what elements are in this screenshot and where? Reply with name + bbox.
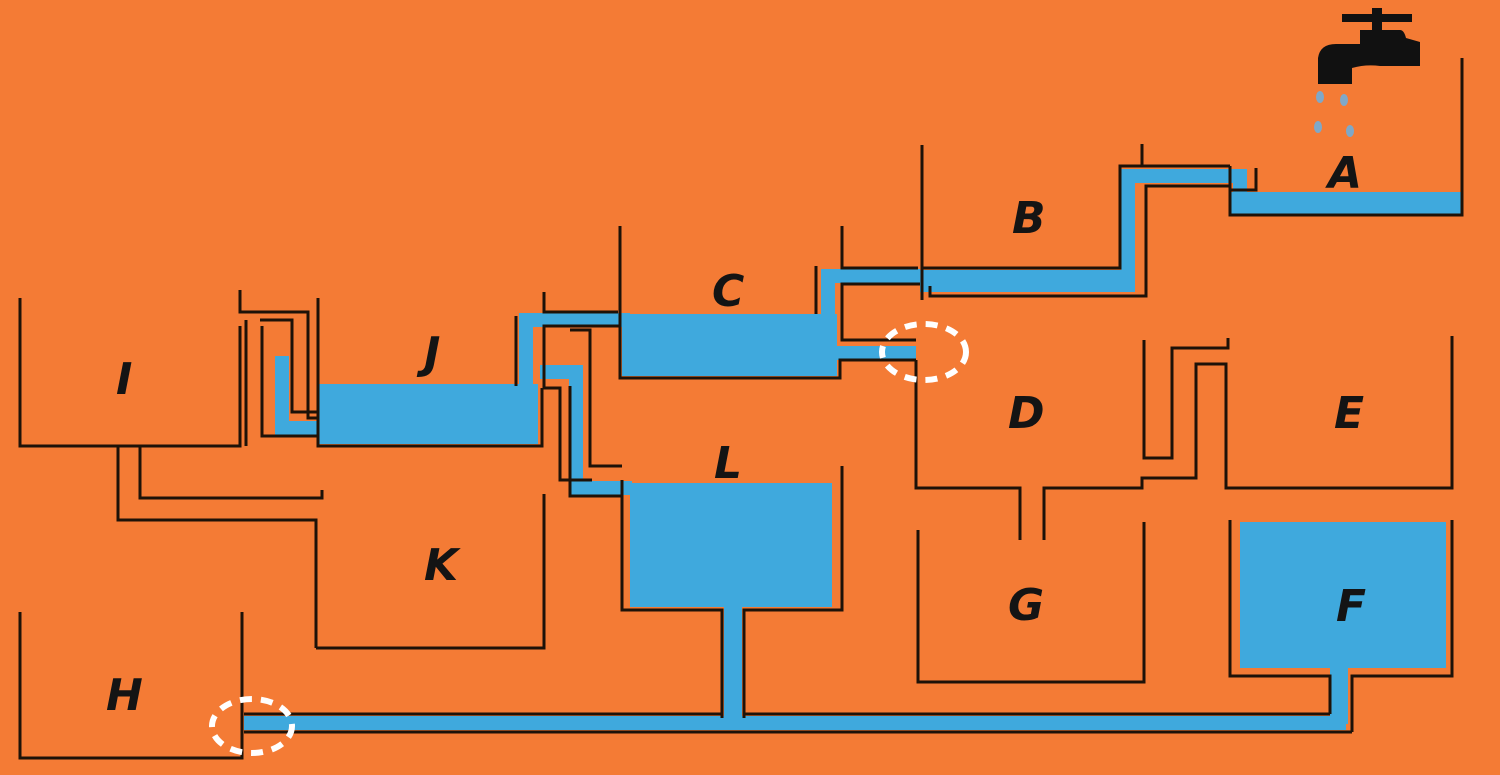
tank-f-outline <box>1228 520 1454 732</box>
pipe-bottom-water <box>244 716 1346 730</box>
tank-l-water <box>630 483 832 607</box>
tank-h-outline <box>18 612 244 760</box>
pipe-f-drain-water <box>1330 666 1348 724</box>
pipe-c-d-water <box>836 346 916 360</box>
tank-l-outline <box>620 466 844 718</box>
pipe-a-b-outline <box>922 144 1258 298</box>
pipe-l-drain-water <box>724 606 742 724</box>
tank-label-i: I <box>116 354 132 405</box>
pipe-c-j-water <box>519 313 630 390</box>
tank-label-l: L <box>714 438 742 489</box>
tank-label-f: F <box>1336 581 1366 632</box>
water-tap-icon <box>1314 8 1420 137</box>
pipe-j-i-outline <box>238 290 318 446</box>
tank-label-d: D <box>1008 388 1045 439</box>
pipe-b-c-water <box>821 269 920 318</box>
tank-c-water <box>622 314 837 376</box>
tank-label-a: A <box>1325 148 1362 199</box>
tank-k-outline <box>316 494 546 650</box>
tank-j-outline <box>316 298 544 448</box>
walls-layer <box>18 58 1464 760</box>
tank-label-j: J <box>416 328 440 379</box>
water-drops <box>1314 91 1354 137</box>
pipe-bottom-outline <box>244 712 1352 734</box>
leak-marker-d <box>879 321 969 383</box>
tank-label-h: H <box>106 670 143 721</box>
tank-label-c: C <box>712 266 744 317</box>
tank-f-water <box>1240 522 1446 668</box>
tank-d-outline <box>914 336 1454 540</box>
tank-i-outline <box>18 298 242 448</box>
pipe-a-b-water <box>922 169 1247 289</box>
tank-label-g: G <box>1008 580 1044 631</box>
tank-label-b: B <box>1012 193 1046 244</box>
tank-label-k: K <box>424 540 461 591</box>
pipe-c-l-water <box>540 365 632 495</box>
tank-a-water <box>1230 192 1462 214</box>
tank-j-water <box>318 384 538 444</box>
tank-label-e: E <box>1334 388 1364 439</box>
tank-g-outline <box>916 522 1146 684</box>
pipe-i-k-outline <box>116 446 324 648</box>
leak-marker-h <box>209 696 295 756</box>
pipe-c-j-outline <box>514 292 620 482</box>
water-layer <box>244 169 1462 730</box>
tank-labels: A B C D E F G H I J K L <box>106 148 1366 721</box>
tank-b-water <box>920 270 1135 292</box>
pipe-j-i-water <box>275 356 322 435</box>
pipe-b-c-outline <box>814 226 920 342</box>
